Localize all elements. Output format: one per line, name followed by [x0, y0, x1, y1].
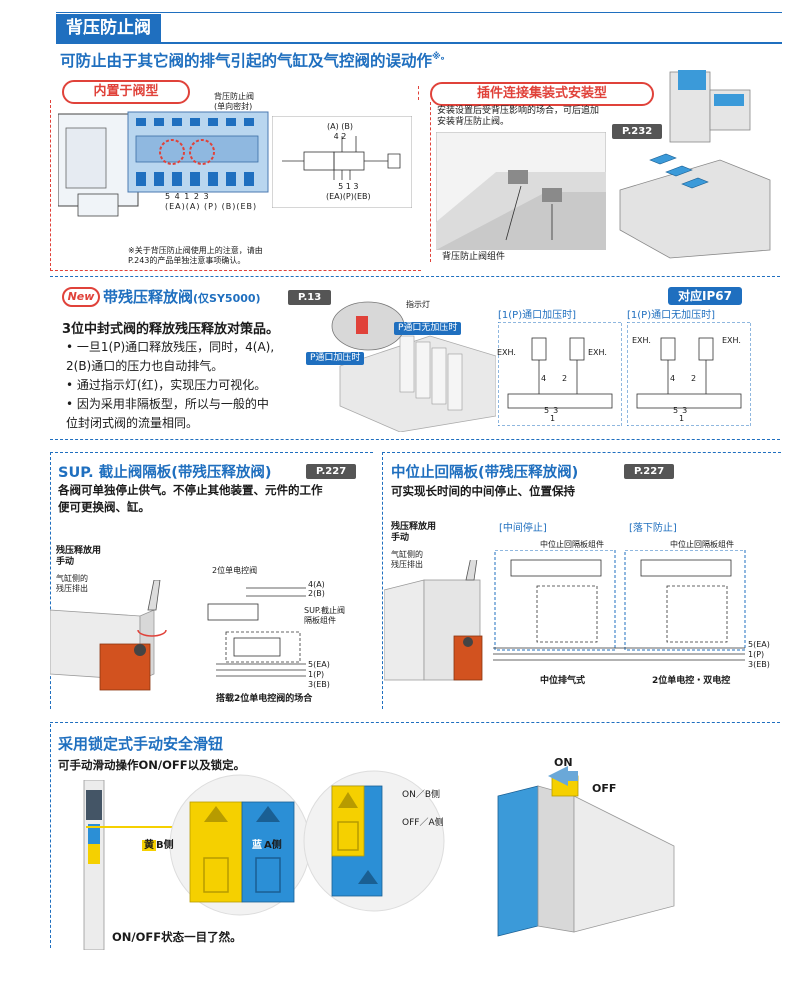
sup-valve-label: 2位单电控阀 [212, 566, 258, 575]
lock-desc: 可手动滑动操作ON/OFF以及锁定。 [58, 758, 246, 772]
lock-closeup-right [303, 770, 445, 912]
sup-port-4a: 4(A) [308, 580, 325, 589]
mid-stop-title: [中间停止] [499, 523, 547, 534]
pressure-label: P通口加压时 [306, 352, 365, 365]
diag-unpressurized-title: [1(P)通口无加压时] [627, 310, 715, 321]
ip67-badge: 对应IP67 [668, 287, 742, 305]
mid-title: 中位止回隔板(带残压释放阀) [391, 465, 579, 481]
mid-caption-2: 2位单电控・双电控 [652, 676, 731, 686]
sup-valve-image [50, 580, 167, 691]
sup-port-2b: 2(B) [308, 589, 325, 598]
mid-exhaust: 气缸侧的残压排出 [391, 550, 423, 569]
release-page-link[interactable]: P.13 [288, 290, 332, 305]
lock-valve-3d-image [497, 766, 675, 937]
mid-caption-1: 中位排气式 [540, 676, 586, 686]
diag-unpressurized [627, 322, 751, 426]
mid-schematics [493, 550, 746, 661]
new-badge: New [62, 287, 100, 307]
sup-page-link[interactable]: P.227 [306, 464, 357, 479]
builtin-callout: 背压防止阀(单向密封) [214, 92, 254, 111]
plugin-closeup-image [436, 132, 606, 250]
ports-513-2: 53 [673, 406, 692, 415]
builtin-frame [50, 100, 421, 271]
symbol-bottom-ports: 5 1 3(EA)(P)(EB) [326, 182, 371, 201]
mid-block-label-2: 中位止回隔板组件 [670, 540, 734, 549]
sup-manual: 残压释放用手动 [56, 546, 102, 567]
indicator-label: 指示灯 [406, 300, 430, 309]
mid-desc: 可实现长时间的中间停止、位置保持 [391, 484, 575, 498]
off-a-label: OFF／A侧 [402, 818, 444, 828]
ports-513-1: 53 [544, 406, 563, 415]
page-title: 背压防止阀 [56, 14, 161, 42]
mid-page-link[interactable]: P.227 [624, 464, 675, 479]
mid-valve-image [384, 560, 483, 681]
mid-ports-bottom: 5(EA)1(P)3(EB) [748, 640, 770, 669]
on-label: ON [554, 756, 573, 769]
port-2-2: 2 [691, 374, 697, 383]
on-b-label: ON／B侧 [402, 790, 440, 800]
lock-valve-side-image [83, 780, 105, 950]
release-valve-image [331, 301, 496, 432]
symbol-top-ports: (A) (B)4 2 [327, 122, 353, 141]
sup-exhaust: 气缸侧的残压排出 [56, 574, 88, 593]
mid-frame [382, 452, 781, 709]
port-2-1: 2 [562, 374, 568, 383]
no-pressure-label: P通口无加压时 [394, 322, 462, 335]
off-label: OFF [592, 782, 617, 795]
sup-schematic [207, 587, 306, 677]
builtin-pill: 内置于阀型 [62, 80, 190, 104]
exh-right-2: EXH. [722, 336, 741, 345]
lock-closeup-left [169, 774, 311, 916]
mid-manual: 残压释放用手动 [391, 522, 437, 543]
release-lead: 3位中封式阀的释放残压释放对策品。 [62, 322, 280, 337]
mid-block-label-1: 中位止回隔板组件 [540, 540, 604, 549]
plugin-manifold-image [619, 70, 771, 259]
sup-ports-bottom: 5(EA)1(P)3(EB) [308, 660, 330, 689]
exh-right-1: EXH. [588, 348, 607, 357]
sup-block-label: SUP.截止阀隔板组件 [304, 606, 346, 625]
builtin-symbol [272, 116, 412, 208]
sup-desc: 各阀可单独停止供气。不停止其他装置、元件的工作便可更换阀、缸。 [58, 483, 323, 514]
exh-left-2: EXH. [632, 336, 651, 345]
release-frame [50, 276, 780, 440]
port-4-2: 4 [670, 374, 676, 383]
plugin-page-link[interactable]: P.232 [612, 124, 663, 139]
builtin-valve-cross-section [58, 111, 269, 217]
sup-frame [50, 452, 373, 709]
lock-title: 采用锁定式手动安全滑钮 [58, 735, 224, 753]
port-1-2: 1 [679, 414, 685, 423]
sup-caption: 搭载2位单电控阀的场合 [216, 694, 313, 704]
diag-pressurized [498, 322, 622, 426]
port-4-1: 4 [541, 374, 547, 383]
lock-caption: ON/OFF状态一目了然。 [112, 930, 242, 944]
mid-fall-title: [落下防止] [629, 523, 677, 534]
header-rule [56, 42, 782, 44]
exh-left-1: EXH. [497, 348, 516, 357]
port-1-1: 1 [550, 414, 556, 423]
plugin-pill: 插件连接集装式安装型 [430, 82, 654, 106]
release-bullets: • 一旦1(P)通口释放残压，同时，4(A), 2(B)通口的压力也自动排气。•… [66, 340, 275, 430]
page-subtitle: 可防止由于其它阀的排气引起的气缸及气控阀的误动作※。 [60, 52, 450, 70]
header-top-rule [56, 12, 782, 13]
sup-title: SUP. 截止阀隔板(带残压释放阀) [58, 465, 272, 481]
plugin-desc: 安装设置后受背压影响的场合，可后追加安装背压防止阀。 [437, 106, 600, 127]
builtin-ports: 5 4 1 2 3(EA)(A) (P) (B)(EB) [165, 192, 258, 211]
diag-pressurized-title: [1(P)通口加压时] [498, 310, 576, 321]
release-title: 带残压释放阀(仅SY5000) [103, 288, 261, 306]
plugin-caption: 背压防止阀组件 [442, 252, 506, 262]
